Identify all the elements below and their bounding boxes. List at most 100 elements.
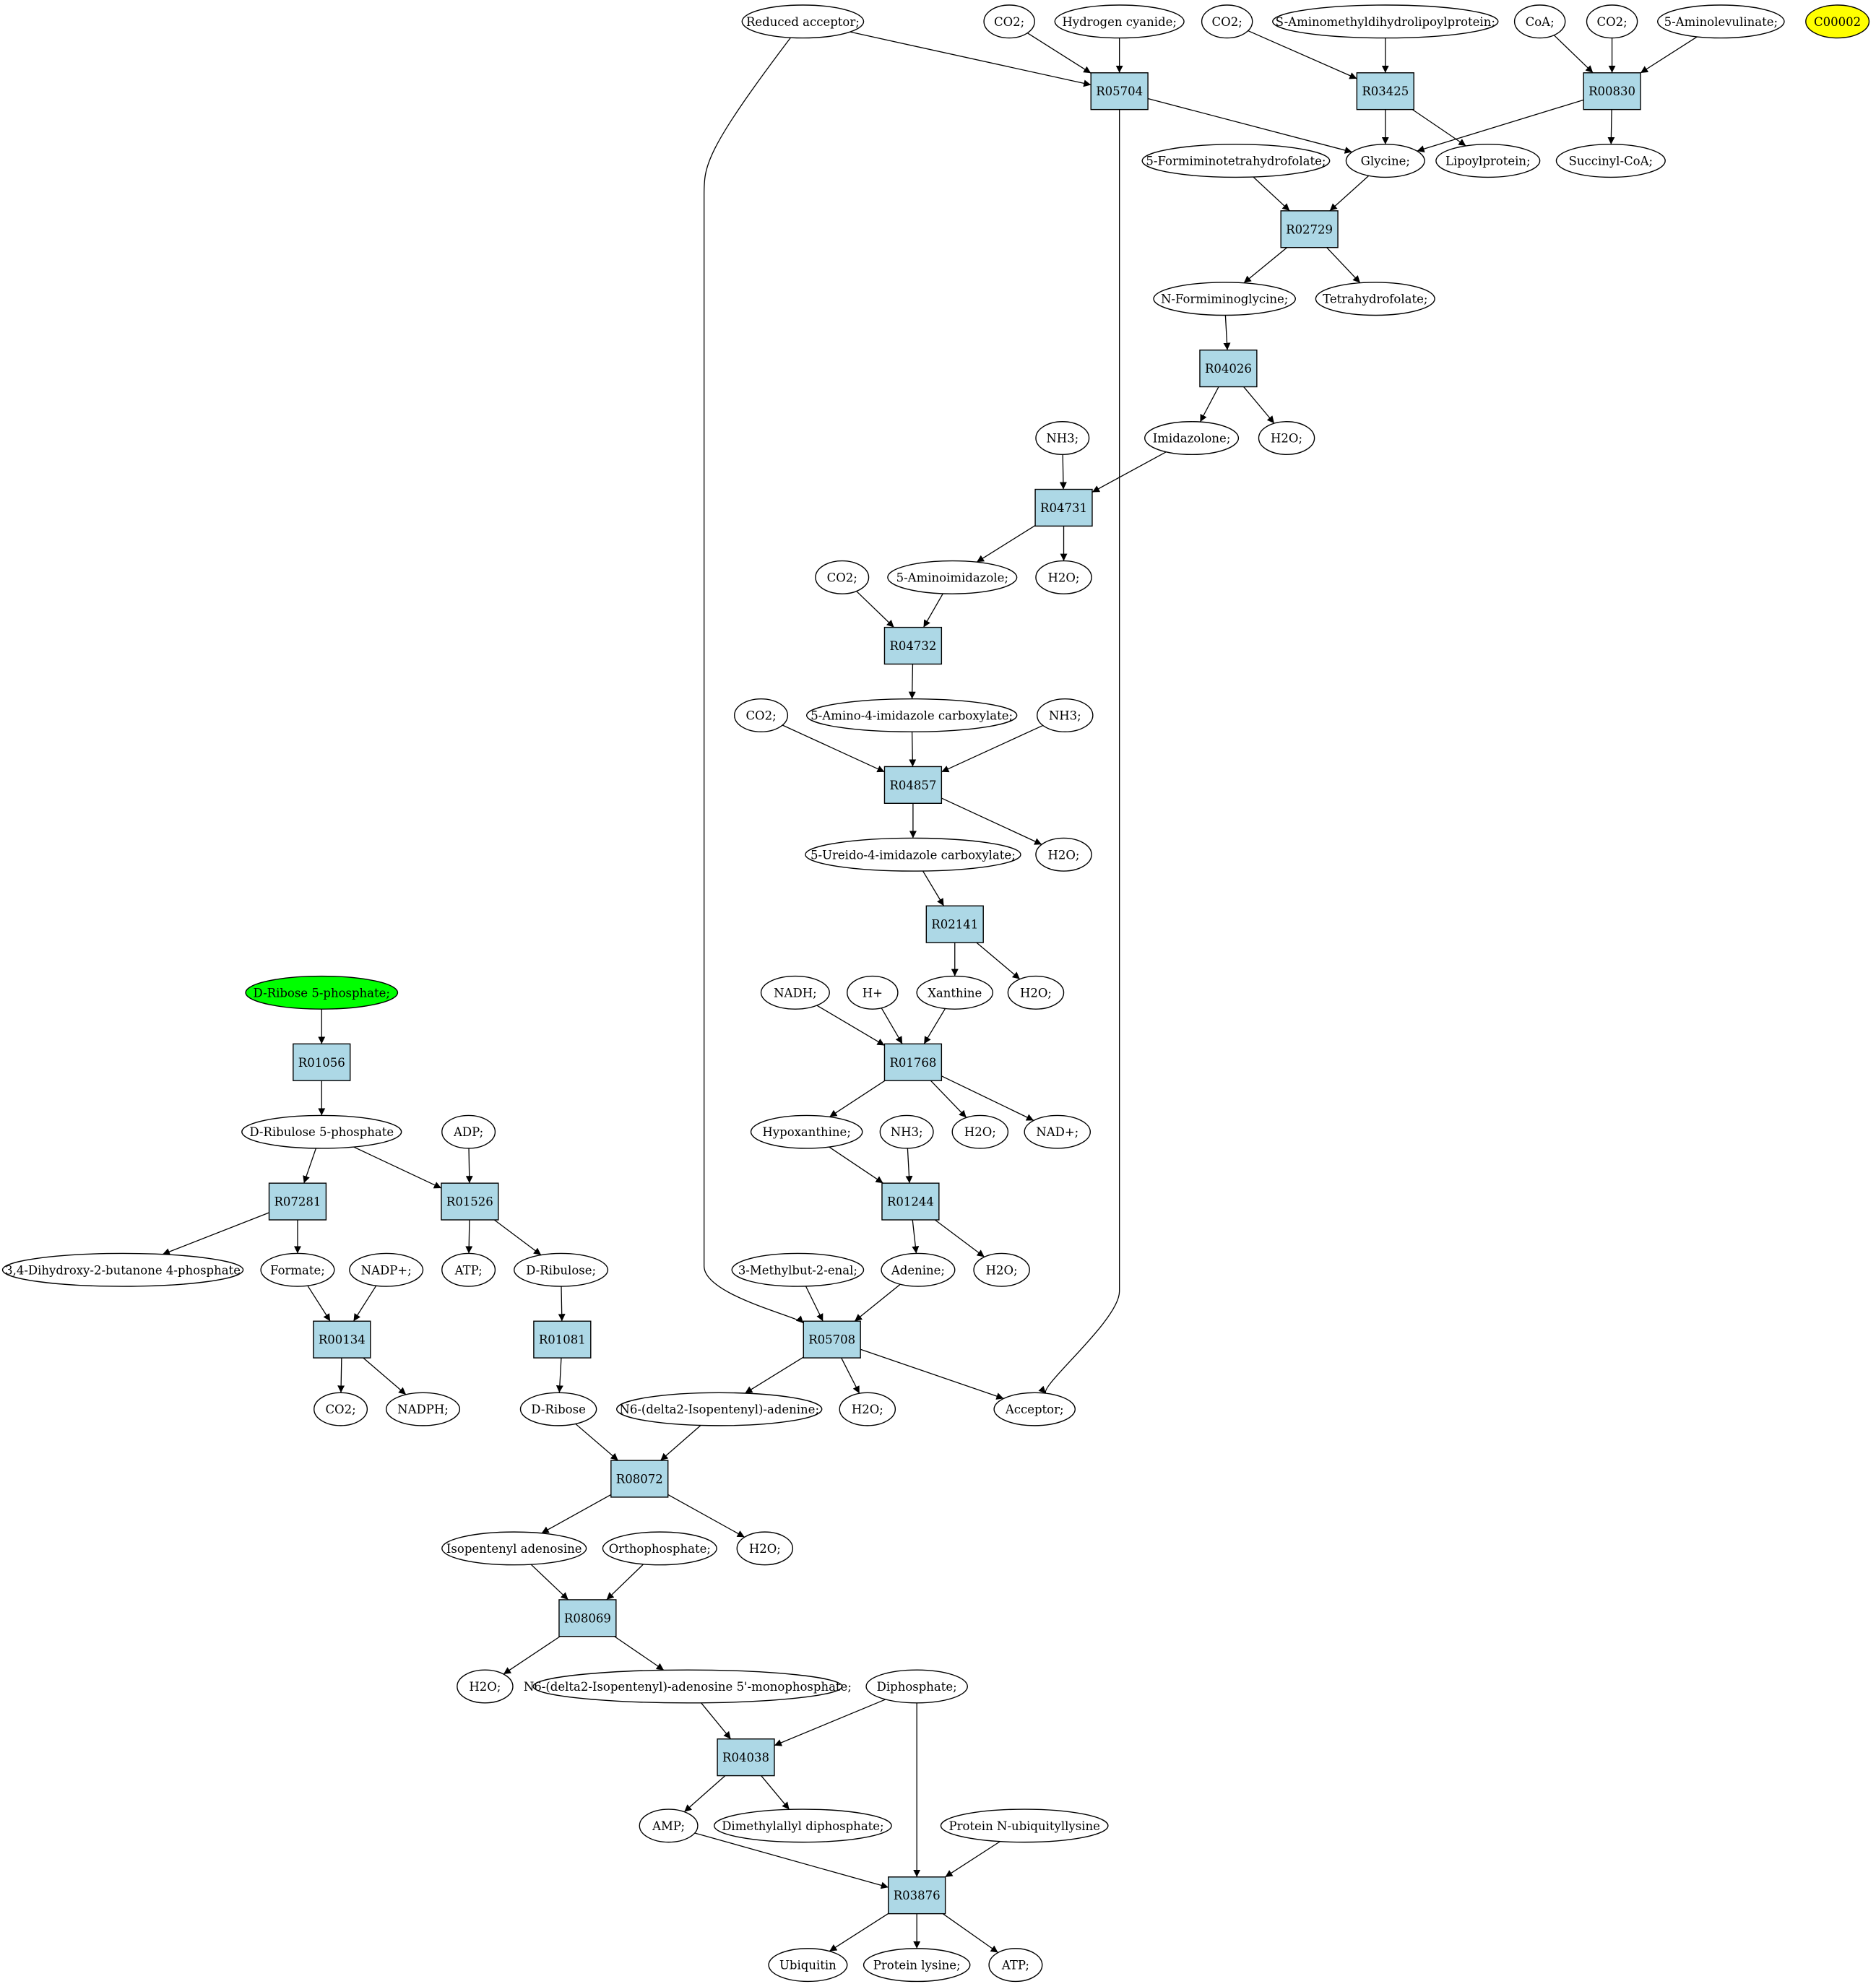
metabolite-node-nadp_plus[interactable]: NAD+;	[1024, 1114, 1092, 1149]
metabolite-node-nfg[interactable]: N-Formiminoglycine;	[1153, 282, 1297, 316]
metabolite-node-h2o_e[interactable]: H2O;	[951, 1114, 1009, 1149]
metabolite-node-co2_f[interactable]: CO2;	[314, 1392, 368, 1426]
metabolite-node-amp[interactable]: AMP;	[639, 1808, 699, 1843]
metabolite-node-uic[interactable]: 5-Ureido-4-imidazole carboxylate;	[805, 837, 1021, 872]
metabolite-node-hplus[interactable]: H+	[847, 975, 899, 1010]
reaction-node-R03425[interactable]: R03425	[1356, 72, 1414, 111]
reaction-box	[803, 1320, 861, 1359]
reaction-node-R01056[interactable]: R01056	[293, 1043, 351, 1081]
reaction-node-R08069[interactable]: R08069	[558, 1599, 617, 1637]
metabolite-node-dmapp[interactable]: Dimethylallyl diphosphate;	[713, 1808, 892, 1843]
metabolite-node-c00002[interactable]: C00002	[1805, 4, 1870, 39]
reaction-node-R08072[interactable]: R08072	[610, 1460, 669, 1498]
reaction-node-R00830[interactable]: R00830	[1583, 72, 1641, 111]
metabolite-node-drib[interactable]: D-Ribose	[519, 1392, 597, 1426]
metabolite-node-h2o_c[interactable]: H2O;	[1035, 837, 1092, 872]
metabolite-node-co2_d[interactable]: CO2;	[815, 560, 870, 594]
metabolite-node-samlp[interactable]: S-Aminomethyldihydrolipoylprotein;	[1272, 4, 1499, 39]
metabolite-ellipse	[514, 1252, 609, 1287]
metabolite-node-hcn[interactable]: Hydrogen cyanide;	[1054, 4, 1185, 39]
reaction-node-R02141[interactable]: R02141	[925, 905, 984, 943]
reaction-node-R01081[interactable]: R01081	[533, 1320, 592, 1359]
edge-nadh-to-R01768	[816, 1005, 885, 1046]
metabolite-node-atp_b[interactable]: ATP;	[988, 1948, 1043, 1983]
metabolite-node-dhbp[interactable]: 3,4-Dihydroxy-2-butanone 4-phosphate	[1, 1252, 244, 1287]
metabolite-node-acceptor[interactable]: Acceptor;	[993, 1392, 1076, 1426]
reaction-label: R04732	[889, 639, 936, 653]
reaction-node-R03876[interactable]: R03876	[888, 1876, 946, 1915]
reaction-node-R01244[interactable]: R01244	[881, 1182, 940, 1221]
metabolite-node-hypox[interactable]: Hypoxanthine;	[750, 1114, 863, 1149]
reaction-node-R00134[interactable]: R00134	[313, 1320, 371, 1359]
metabolite-ellipse	[951, 1114, 1009, 1149]
metabolite-node-co2_c[interactable]: CO2;	[1586, 4, 1638, 39]
metabolite-node-aic[interactable]: 5-Amino-4-imidazole carboxylate;	[805, 698, 1018, 732]
metabolite-node-h2o_i[interactable]: H2O;	[457, 1669, 514, 1704]
metabolite-node-mbe[interactable]: 3-Methylbut-2-enal;	[731, 1252, 865, 1287]
reaction-node-R04731[interactable]: R04731	[1034, 488, 1093, 527]
metabolite-label: NADPH;	[397, 1403, 449, 1416]
metabolite-ellipse	[1345, 144, 1425, 178]
metabolite-label: CO2;	[1596, 15, 1627, 29]
metabolite-node-co2_a[interactable]: CO2;	[983, 4, 1035, 39]
metabolite-node-n6imp[interactable]: N6-(delta2-Isopentenyl)-adenosine 5'-mon…	[524, 1669, 852, 1704]
reaction-node-R07281[interactable]: R07281	[268, 1182, 327, 1221]
reaction-node-R04026[interactable]: R04026	[1199, 350, 1258, 388]
metabolite-node-adp[interactable]: ADP;	[441, 1114, 496, 1149]
metabolite-node-red_acc[interactable]: Reduced acceptor;	[741, 4, 865, 39]
metabolite-node-n6ia[interactable]: N6-(delta2-Isopentenyl)-adenine;	[616, 1392, 823, 1426]
metabolite-node-atp_a[interactable]: ATP;	[441, 1252, 496, 1287]
edge-R04038-to-amp	[683, 1775, 726, 1813]
metabolite-node-formate[interactable]: Formate;	[260, 1252, 335, 1287]
reaction-node-R01526[interactable]: R01526	[441, 1182, 499, 1221]
metabolite-node-nh3_b[interactable]: NH3;	[1037, 698, 1094, 732]
metabolite-node-adenine[interactable]: Adenine;	[881, 1252, 956, 1287]
reaction-node-R04857[interactable]: R04857	[883, 766, 943, 804]
metabolite-node-nadp[interactable]: NADP+;	[349, 1252, 424, 1287]
metabolite-node-nh3_a[interactable]: NH3;	[1035, 421, 1090, 456]
reaction-node-R01768[interactable]: R01768	[883, 1043, 943, 1081]
metabolite-node-h2o_b[interactable]: H2O;	[1035, 560, 1092, 594]
metabolite-node-nh3_c[interactable]: NH3;	[879, 1114, 934, 1149]
metabolite-node-ortho[interactable]: Orthophosphate;	[602, 1531, 717, 1566]
edge-aic-to-R04857	[909, 732, 917, 767]
metabolite-node-h2o_a[interactable]: H2O;	[1258, 421, 1315, 456]
metabolite-node-drul[interactable]: D-Ribulose;	[514, 1252, 609, 1287]
metabolite-label: H2O;	[986, 1263, 1018, 1277]
reaction-node-R04038[interactable]: R04038	[717, 1738, 775, 1777]
metabolite-node-ubiq[interactable]: Ubiquitin	[768, 1948, 848, 1983]
metabolite-node-diphos[interactable]: Diphosphate;	[865, 1669, 968, 1704]
metabolite-node-coa[interactable]: CoA;	[1513, 4, 1566, 39]
metabolite-node-fthf[interactable]: 5-Formiminotetrahydrofolate;	[1141, 144, 1331, 178]
metabolite-node-imid[interactable]: Imidazolone;	[1144, 421, 1240, 456]
metabolite-node-plys[interactable]: Protein lysine;	[863, 1948, 971, 1983]
metabolite-node-h2o_d[interactable]: H2O;	[1007, 975, 1065, 1010]
reaction-node-R04732[interactable]: R04732	[883, 626, 943, 665]
reaction-node-R05704[interactable]: R05704	[1090, 72, 1149, 111]
metabolite-label: Diphosphate;	[877, 1680, 957, 1694]
metabolite-node-ru5p[interactable]: D-Ribulose 5-phosphate	[241, 1114, 402, 1149]
reaction-node-R05708[interactable]: R05708	[803, 1320, 861, 1359]
metabolite-node-succoa[interactable]: Succinyl-CoA;	[1555, 144, 1666, 178]
metabolite-node-ai5[interactable]: 5-Aminoimidazole;	[887, 560, 1018, 594]
metabolite-node-lipo[interactable]: Lipoylprotein;	[1435, 144, 1541, 178]
metabolite-node-h2o_g[interactable]: H2O;	[839, 1392, 896, 1426]
metabolite-node-nadh[interactable]: NADH;	[760, 975, 830, 1010]
metabolite-node-r5p[interactable]: D-Ribose 5-phosphate;	[245, 975, 399, 1010]
reaction-node-R02729[interactable]: R02729	[1280, 210, 1339, 248]
metabolite-label: Protein lysine;	[873, 1959, 961, 1972]
metabolite-node-nadph[interactable]: NADPH;	[385, 1392, 461, 1426]
metabolite-node-thf[interactable]: Tetrahydrofolate;	[1315, 282, 1435, 316]
metabolite-node-glycine[interactable]: Glycine;	[1345, 144, 1425, 178]
metabolite-node-h2o_h[interactable]: H2O;	[736, 1531, 794, 1566]
metabolite-node-ala5[interactable]: 5-Aminolevulinate;	[1656, 4, 1785, 39]
metabolite-ellipse	[865, 1669, 968, 1704]
metabolite-node-co2_b[interactable]: CO2;	[1201, 4, 1253, 39]
metabolite-node-h2o_f[interactable]: H2O;	[973, 1252, 1030, 1287]
metabolite-ellipse	[349, 1252, 424, 1287]
metabolite-node-ipa[interactable]: Isopentenyl adenosine	[441, 1531, 587, 1566]
metabolite-node-co2_e[interactable]: CO2;	[734, 698, 789, 732]
metabolite-node-pnub[interactable]: Protein N-ubiquityllysine	[940, 1808, 1109, 1843]
metabolite-ellipse	[916, 975, 994, 1010]
metabolite-node-xan[interactable]: Xanthine	[916, 975, 994, 1010]
